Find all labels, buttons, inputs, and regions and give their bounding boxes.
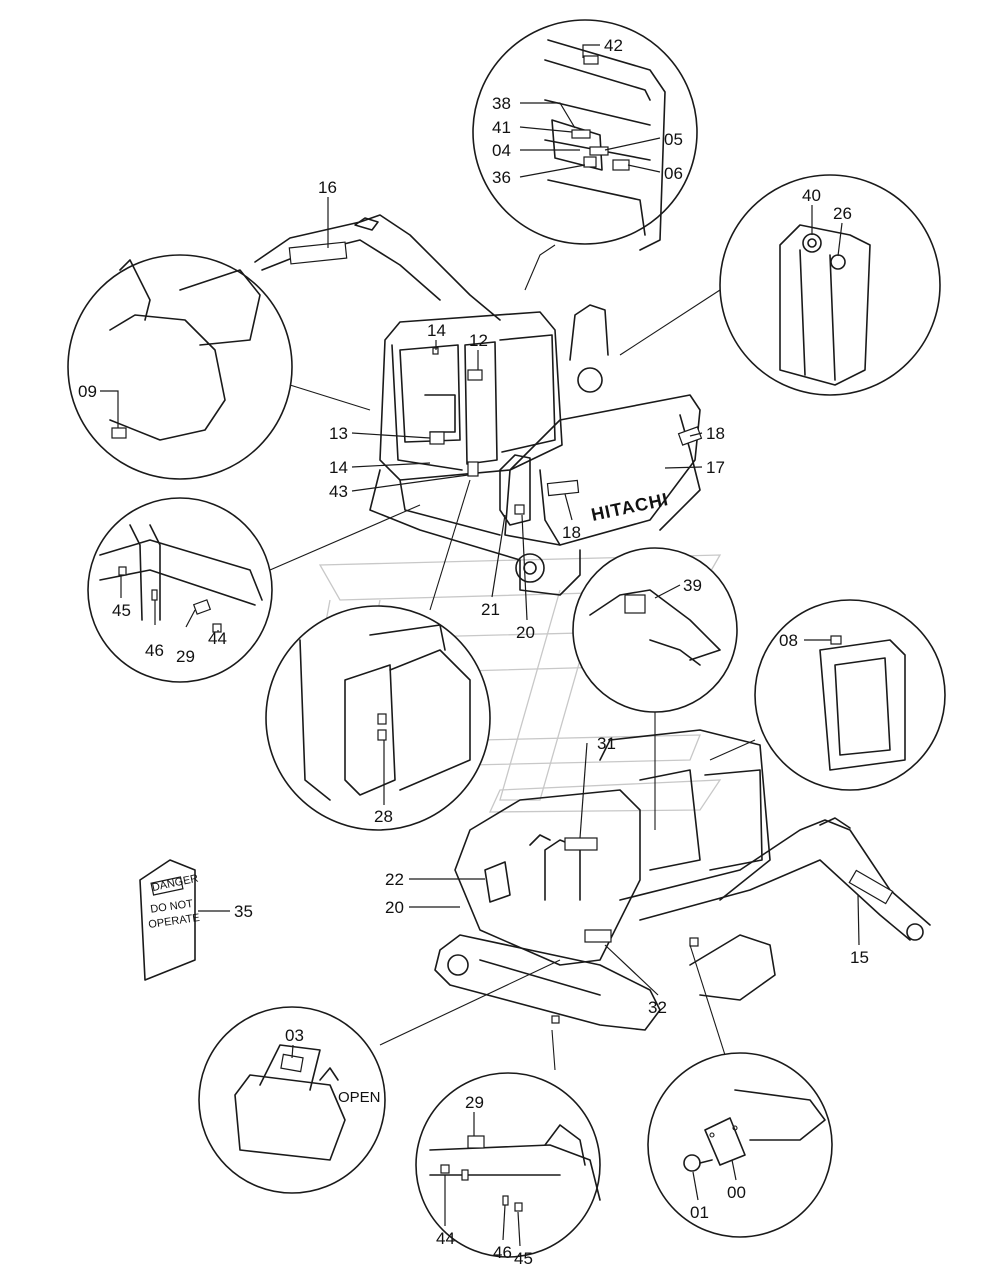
upper-excavator: HITACHI	[254, 214, 703, 596]
callout-14-bottom: 14	[329, 458, 348, 477]
cab-decal-13	[429, 431, 445, 445]
callout-06: 06	[664, 164, 683, 183]
lower-frame-decal-extra	[461, 1169, 469, 1181]
lower-frame-decal-45	[514, 1202, 523, 1212]
callout-35: 35	[234, 902, 253, 921]
detail-circle-rear-window	[472, 19, 698, 291]
counterweight-decal-18	[546, 479, 580, 497]
callout-08: 08	[779, 631, 798, 650]
callout-29-upper: 29	[176, 647, 195, 666]
callout-45-lower: 45	[514, 1249, 533, 1268]
leader-lines	[100, 44, 860, 1247]
panel-decal-21	[514, 504, 525, 515]
callout-26: 26	[833, 204, 852, 223]
window-side-decal-08	[830, 635, 842, 645]
callout-17: 17	[706, 458, 725, 477]
cab-decal-43	[467, 461, 479, 477]
callout-32: 32	[648, 998, 667, 1017]
callout-29-lower: 29	[465, 1093, 484, 1112]
detail-circle-battery	[619, 174, 941, 396]
frame-decal-44	[212, 623, 222, 633]
callout-36: 36	[492, 168, 511, 187]
callout-43: 43	[329, 482, 348, 501]
lower-frame-decal-44	[440, 1164, 450, 1174]
callout-20-lower: 20	[385, 898, 404, 917]
danger-tag: DANGER DO NOT OPERATE	[139, 859, 201, 981]
lower-frame-decal-29	[467, 1135, 485, 1149]
frame-decal-46	[151, 589, 158, 601]
callout-00: 00	[727, 1183, 746, 1202]
frame-decal-29	[192, 599, 212, 615]
window-decal-05	[589, 146, 609, 156]
callout-18-rear: 18	[562, 523, 581, 542]
callout-38: 38	[492, 94, 511, 113]
detail-circle-lever	[572, 547, 738, 830]
detail-circle-frame-upper	[87, 497, 421, 683]
callout-44-lower: 44	[436, 1229, 455, 1248]
callout-04: 04	[492, 141, 511, 160]
open-label: OPEN	[338, 1089, 381, 1106]
detail-circle-hatch	[198, 959, 561, 1194]
callout-42: 42	[604, 36, 623, 55]
detail-circle-cab-side	[265, 479, 491, 831]
callout-18-side: 18	[706, 424, 725, 443]
boom-decal-15	[848, 869, 894, 905]
window-decal-41	[571, 129, 591, 139]
cab-decal-12	[467, 369, 483, 381]
callout-22: 22	[385, 870, 404, 889]
callout-40: 40	[802, 186, 821, 205]
callout-05: 05	[664, 130, 683, 149]
cab-side-decal-28a	[377, 713, 387, 725]
lower-frame-decal-46	[502, 1195, 509, 1206]
callout-41: 41	[492, 118, 511, 137]
callout-16: 16	[318, 178, 337, 197]
window-decal-06	[612, 159, 630, 171]
lower-excavator	[434, 729, 931, 1031]
callout-01: 01	[690, 1203, 709, 1222]
frame-decal-45	[118, 566, 127, 576]
callout-03: 03	[285, 1026, 304, 1045]
brand-text: HITACHI	[589, 489, 670, 525]
tag-line2: DO NOT	[150, 898, 194, 916]
hatch-decal-03	[280, 1053, 304, 1073]
callout-45-upper: 45	[112, 601, 131, 620]
callout-46-lower: 46	[493, 1243, 512, 1262]
callout-12: 12	[469, 331, 488, 350]
window-decal-36	[583, 156, 597, 168]
callout-44-upper: 44	[208, 629, 227, 648]
lever-decal-39	[624, 594, 646, 614]
step-decal-32	[584, 929, 612, 943]
cab-side-decal-28b	[377, 729, 387, 741]
detail-circle-seat	[67, 254, 371, 480]
detail-circle-window-side	[709, 599, 946, 791]
detail-circle-plate	[647, 944, 833, 1238]
callout-labels: 42 38 41 04 05 36 06 40 26 16 14 12 13 1…	[78, 36, 869, 1268]
boom-decal-16	[288, 241, 348, 265]
callout-14-top: 14	[427, 321, 446, 340]
callout-39: 39	[683, 576, 702, 595]
top-decal-31	[564, 837, 598, 851]
detail-circle-frame-lower	[415, 1029, 601, 1258]
callout-13: 13	[329, 424, 348, 443]
callout-28: 28	[374, 807, 393, 826]
callout-46-upper: 46	[145, 641, 164, 660]
callout-20-upper: 20	[516, 623, 535, 642]
boom-base-decal	[689, 937, 699, 947]
callout-09: 09	[78, 382, 97, 401]
callout-31: 31	[597, 734, 616, 753]
seat-decal-09	[111, 427, 127, 439]
callout-15: 15	[850, 948, 869, 967]
window-decal-42	[583, 55, 599, 65]
track-decal	[551, 1015, 560, 1024]
callout-21: 21	[481, 600, 500, 619]
